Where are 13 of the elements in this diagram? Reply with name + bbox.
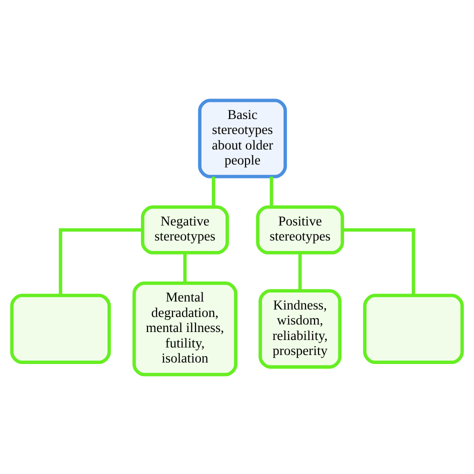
connector <box>212 176 216 206</box>
node-box: Basic stereotypes about older people <box>198 98 287 178</box>
connector <box>298 252 302 290</box>
node-box <box>10 293 111 364</box>
node-box: Negative stereotypes <box>140 204 229 254</box>
connector <box>183 252 187 283</box>
node-box: Kindness, wisdom, reliability, prosperity <box>258 288 342 368</box>
node-box: Positive stereotypes <box>256 204 344 254</box>
connector <box>58 228 142 295</box>
connector <box>342 228 416 295</box>
node-box: Mental degradation, mental illness, futility, isolation <box>132 281 238 376</box>
node-box <box>363 293 464 364</box>
connector <box>270 176 274 206</box>
